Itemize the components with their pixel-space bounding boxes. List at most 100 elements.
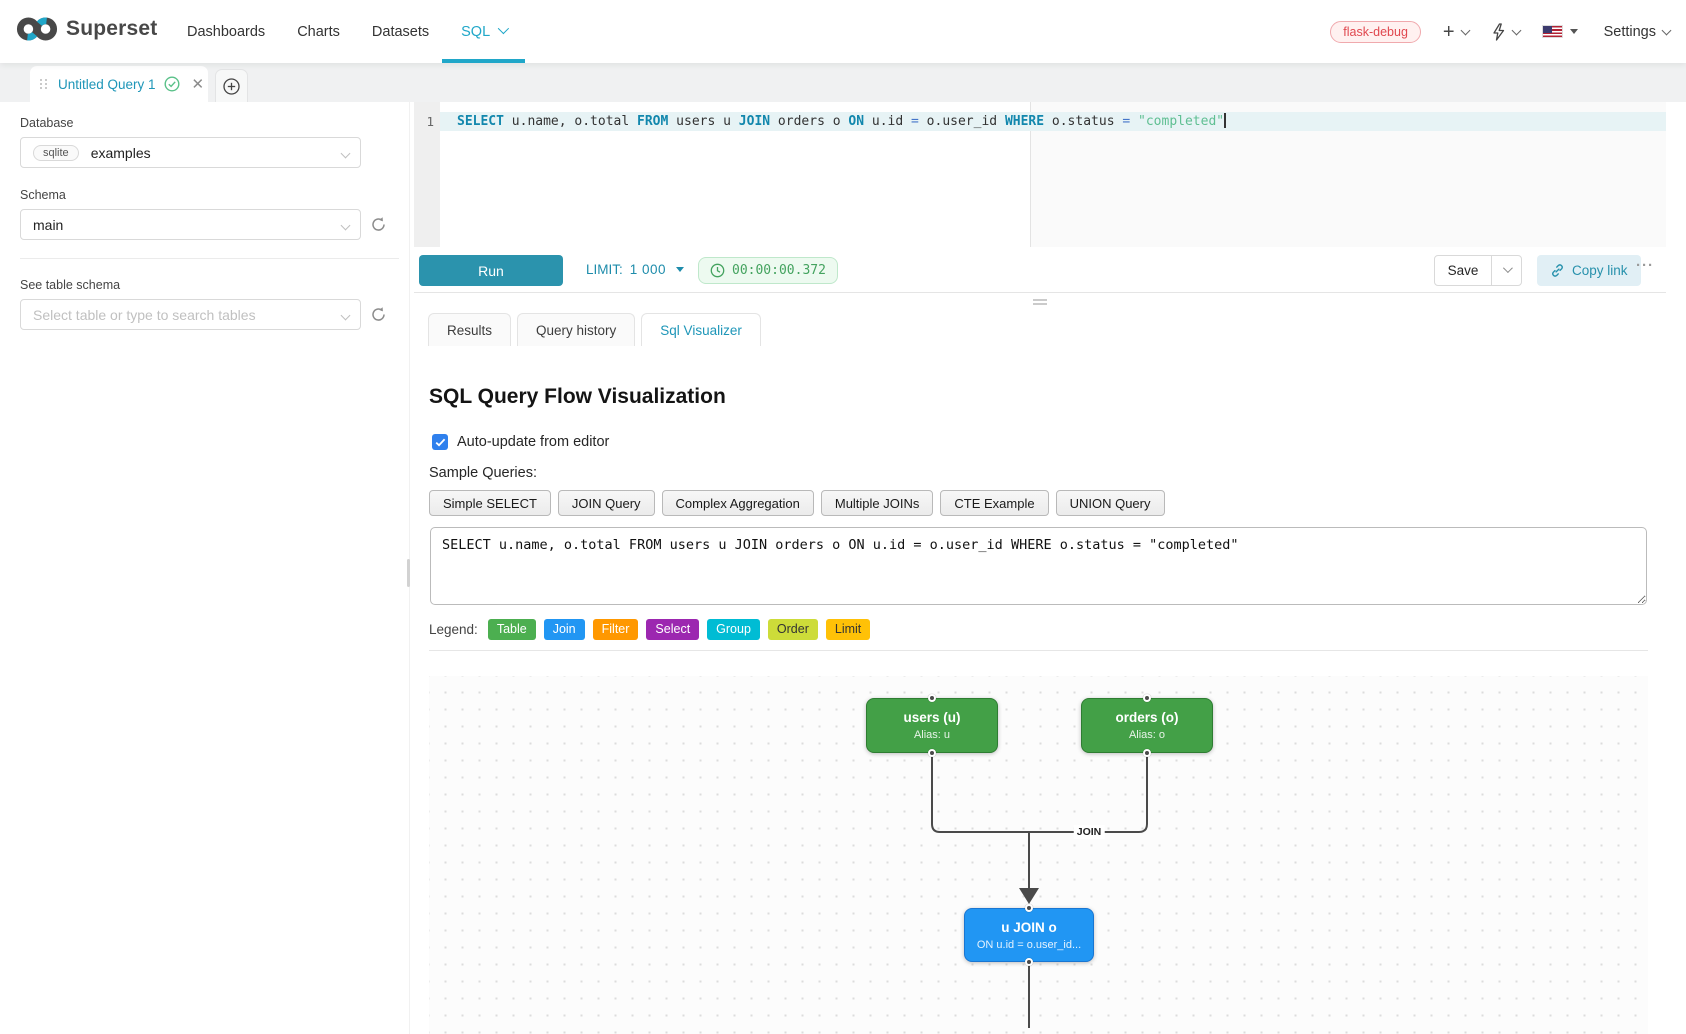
- sql-token-pl: o.user_id: [918, 114, 1005, 129]
- nav-item-sql[interactable]: SQL: [442, 0, 526, 63]
- nav-item-label: Datasets: [371, 23, 430, 40]
- nav-item-datasets[interactable]: Datasets: [356, 0, 445, 63]
- limit-dropdown[interactable]: LIMIT: 1 000: [586, 262, 685, 277]
- schema-select[interactable]: main: [20, 209, 361, 240]
- south-pane-divider: [414, 292, 1666, 293]
- sample-query-button-simple-select[interactable]: Simple SELECT: [429, 490, 551, 516]
- sql-token-pl: o.status: [1044, 114, 1123, 129]
- refresh-tables-button[interactable]: [370, 306, 387, 323]
- caret-down-icon: [1569, 29, 1578, 34]
- nav-item-charts[interactable]: Charts: [281, 0, 356, 63]
- line-number: 1: [426, 114, 434, 129]
- auto-update-label: Auto-update from editor: [457, 434, 610, 450]
- link-icon: [1552, 264, 1563, 277]
- drag-handle-icon[interactable]: [40, 79, 48, 89]
- language-picker[interactable]: [1541, 25, 1578, 38]
- sql-token-pl: u.id: [864, 114, 912, 129]
- tab-query-history[interactable]: Query history: [517, 313, 636, 346]
- lightning-icon: [1492, 22, 1504, 41]
- pane-resize-handle[interactable]: [1033, 299, 1047, 307]
- sample-query-button-union-query[interactable]: UNION Query: [1055, 490, 1165, 516]
- node-handle: [1143, 749, 1151, 757]
- chevron-down-icon: [1661, 25, 1672, 35]
- new-item-button[interactable]: +: [1443, 22, 1471, 42]
- new-query-tab-button[interactable]: [215, 69, 248, 102]
- sample-query-button-cte-example[interactable]: CTE Example: [940, 490, 1049, 516]
- sample-query-button-join-query[interactable]: JOIN Query: [557, 490, 655, 516]
- nav-item-dashboards[interactable]: Dashboards: [187, 0, 281, 63]
- editor-print-margin: [1030, 102, 1031, 247]
- editor-toolbar: Run LIMIT: 1 000 00:00:00.372 Save Copy …: [414, 247, 1666, 292]
- flow-canvas[interactable]: JOIN users (u) Alias: u orders (o) Alias…: [429, 676, 1648, 1034]
- refresh-schemas-button[interactable]: [370, 216, 387, 233]
- refresh-icon: [372, 217, 385, 231]
- node-handle: [1143, 694, 1151, 702]
- visualizer-title: SQL Query Flow Visualization: [429, 385, 726, 408]
- node-orders-table[interactable]: orders (o) Alias: o: [1081, 694, 1213, 757]
- node-handle: [928, 749, 936, 757]
- superset-infinity-icon: [16, 17, 58, 41]
- close-tab-icon[interactable]: ✕: [191, 75, 205, 93]
- text-cursor: [1224, 113, 1226, 128]
- sidebar-resize-handle[interactable]: [407, 559, 410, 587]
- visualizer-divider: [429, 650, 1648, 651]
- table-schema-label: See table schema: [20, 278, 121, 292]
- save-options-button[interactable]: [1491, 255, 1522, 286]
- settings-menu[interactable]: Settings: [1603, 23, 1672, 40]
- node-users-table[interactable]: users (u) Alias: u: [866, 694, 998, 757]
- editor-gutter: 1: [414, 102, 440, 247]
- us-flag-icon: [1541, 25, 1563, 38]
- node-title: orders (o): [1115, 710, 1179, 725]
- node-join[interactable]: u JOIN o ON u.id = o.user_id...: [964, 904, 1094, 966]
- query-input[interactable]: SELECT u.name, o.total FROM users u JOIN…: [430, 527, 1647, 605]
- sql-token-op: =: [911, 114, 919, 129]
- limit-label: LIMIT:: [586, 262, 623, 277]
- chevron-down-icon: [1460, 25, 1471, 35]
- database-select[interactable]: sqlite examples: [20, 137, 361, 168]
- database-engine-tag: sqlite: [33, 144, 79, 161]
- query-tab[interactable]: Untitled Query 1 ✕: [30, 66, 208, 102]
- schema-label: Schema: [20, 188, 66, 202]
- superset-logo[interactable]: Superset: [16, 14, 157, 44]
- query-timer: 00:00:00.372: [698, 257, 838, 284]
- query-tab-title: Untitled Query 1: [58, 76, 156, 92]
- editor-active-line: [440, 112, 1666, 131]
- sql-token-pl: u.name, o.total: [503, 114, 638, 129]
- sql-lab-shortcut-button[interactable]: [1491, 22, 1522, 41]
- legend-chip-filter: Filter: [592, 619, 639, 640]
- node-subtitle: Alias: u: [913, 729, 951, 741]
- node-handle: [1025, 958, 1033, 966]
- table-select-placeholder: Select table or type to search tables: [33, 306, 256, 323]
- brand-name: Superset: [66, 17, 158, 40]
- node-handle: [928, 694, 936, 702]
- tab-sql-visualizer[interactable]: Sql Visualizer: [641, 313, 761, 346]
- tab-results[interactable]: Results: [428, 313, 512, 346]
- legend-chip-select: Select: [646, 619, 700, 640]
- sample-query-button-multiple-joins[interactable]: Multiple JOINs: [820, 490, 934, 516]
- sql-token-kw: FROM: [637, 114, 669, 129]
- sql-token-kw: SELECT: [457, 114, 504, 129]
- legend-chip-table: Table: [487, 619, 536, 640]
- sample-query-button-complex-aggregation[interactable]: Complex Aggregation: [661, 490, 814, 516]
- chevron-down-icon: [1502, 262, 1513, 273]
- sql-code-line[interactable]: SELECT u.name, o.total FROM users u JOIN…: [457, 112, 1226, 131]
- check-icon: [435, 438, 445, 446]
- save-button[interactable]: Save: [1434, 255, 1492, 286]
- sql-token-kw: WHERE: [1004, 114, 1045, 129]
- auto-update-checkbox[interactable]: [432, 434, 448, 450]
- legend-chip-group: Group: [707, 619, 760, 640]
- settings-label: Settings: [1603, 23, 1656, 40]
- table-select[interactable]: Select table or type to search tables: [20, 299, 361, 330]
- chevron-down-icon: [340, 148, 351, 159]
- sql-token-pl: users u: [668, 114, 739, 129]
- nav-item-label: Dashboards: [187, 23, 266, 40]
- more-menu-button[interactable]: ···: [1636, 257, 1654, 274]
- run-button[interactable]: Run: [419, 255, 563, 286]
- sql-editor[interactable]: 1 SELECT u.name, o.total FROM users u JO…: [414, 102, 1666, 247]
- copy-link-button[interactable]: Copy link: [1537, 255, 1641, 286]
- caret-down-icon: [676, 267, 685, 272]
- sql-token-op: =: [1122, 114, 1131, 129]
